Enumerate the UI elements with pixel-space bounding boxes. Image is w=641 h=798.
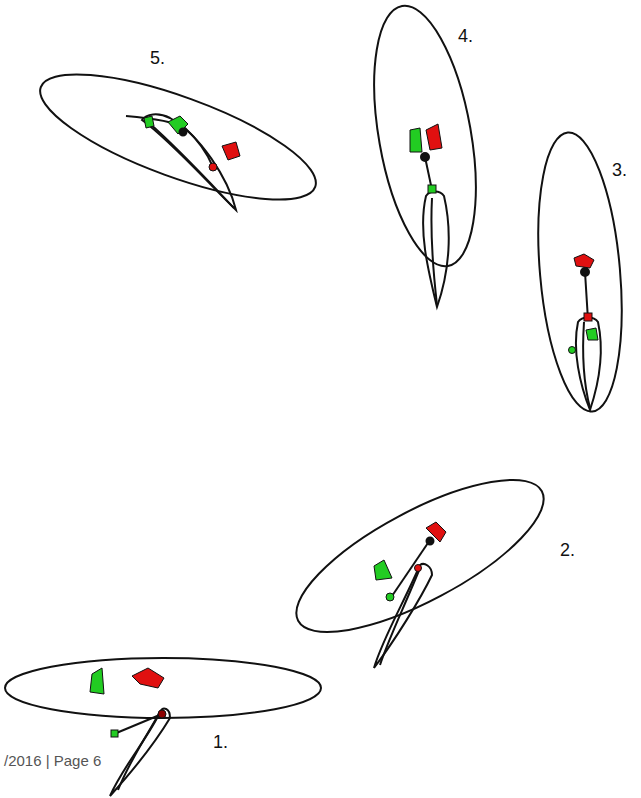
callout-number: 2. [560, 540, 575, 561]
callout-number: 5. [150, 48, 165, 69]
callout-number: 1. [213, 732, 228, 753]
callout-number: 3. [612, 160, 627, 181]
page-footer: /2016 | Page 6 [4, 752, 101, 769]
figure-3 [528, 129, 632, 415]
figure-5 [27, 49, 329, 224]
figure-1 [5, 658, 321, 796]
callout-number: 4. [458, 26, 473, 47]
figure-2 [277, 451, 563, 668]
figure-4 [357, 0, 493, 307]
